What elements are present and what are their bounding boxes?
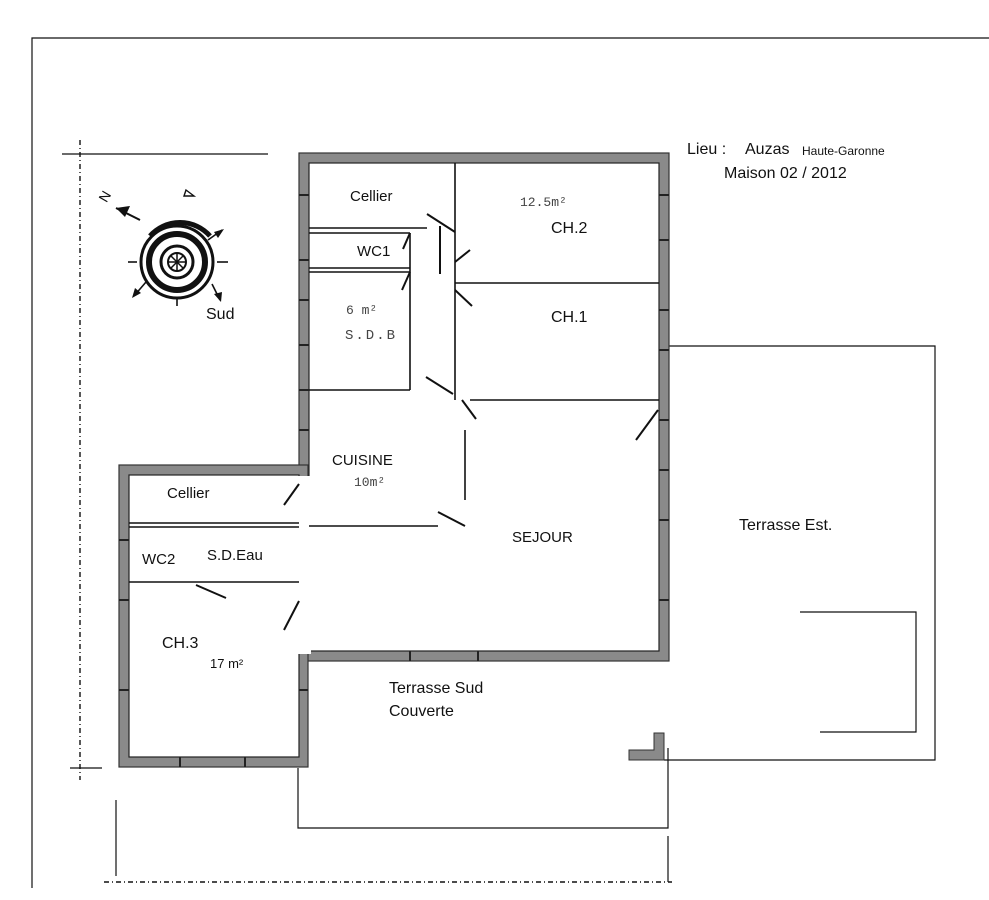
room-ch3: CH.3 (162, 635, 199, 652)
compass-icon: N (95, 188, 228, 306)
room-sdb-area: 6 m² (346, 303, 377, 318)
annex-walls (118, 464, 311, 768)
terrace-est-label: Terrasse Est. (739, 517, 832, 534)
property-boundary (31, 37, 989, 888)
interior-partitions (309, 163, 659, 527)
compass-south-label: Sud (206, 306, 234, 323)
compass-north-label: N (95, 188, 114, 205)
annex-partitions (129, 522, 299, 583)
terrace-sud-label: Terrasse Sud (389, 680, 483, 697)
room-cuisine: CUISINE (332, 452, 393, 469)
room-sdeau: S.D.Eau (207, 547, 263, 564)
room-sejour: SEJOUR (512, 529, 573, 546)
room-wc1: WC1 (357, 243, 390, 260)
door-swings (195, 213, 659, 631)
room-wc2: WC2 (142, 551, 175, 568)
room-cellier-main: Cellier (350, 188, 393, 205)
room-cellier-annex: Cellier (167, 485, 210, 502)
room-sdb: S.D.B (345, 328, 397, 344)
lieu-region: Haute-Garonne (802, 144, 885, 158)
terrace-est-outline (664, 345, 936, 761)
lieu-name: Auzas (745, 141, 789, 158)
terrace-sud-outline (297, 732, 669, 829)
room-ch1: CH.1 (551, 309, 588, 326)
lieu-prefix: Lieu : (687, 141, 726, 158)
main-house-walls (298, 152, 670, 662)
wall-ticks (119, 194, 669, 767)
room-ch2: CH.2 (551, 220, 588, 237)
terrace-sud-label-2: Couverte (389, 703, 454, 720)
room-ch2-area: 12.5m² (520, 195, 567, 210)
room-ch3-area: 17 m² (210, 656, 244, 671)
maison-date: Maison 02 / 2012 (724, 165, 847, 182)
room-cuisine-area: 10m² (354, 475, 385, 490)
